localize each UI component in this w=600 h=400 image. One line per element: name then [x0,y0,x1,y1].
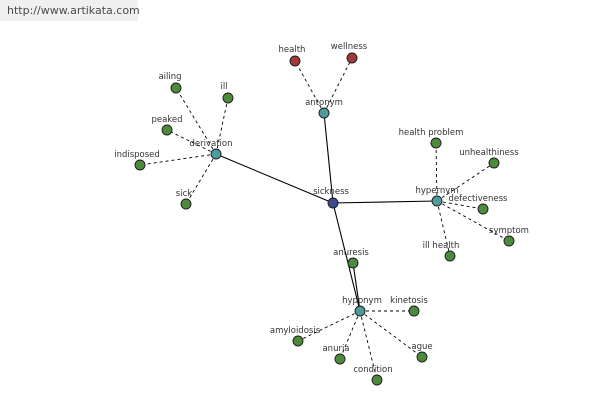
edge-root-antonym [323,112,334,204]
word-node-ailing[interactable] [170,82,182,94]
word-node-health-problem[interactable] [430,137,442,149]
nodes-layer [134,52,515,386]
word-node-condition[interactable] [371,374,383,386]
edge-root-hypernym [332,200,438,204]
relation-label-derivation[interactable]: derivation [189,139,232,149]
word-node-unhealthiness[interactable] [488,157,500,169]
edge-hyponym-anuria [339,310,361,360]
relation-label-hypernym[interactable]: hypernym [415,186,458,196]
word-label-condition[interactable]: condition [353,365,392,375]
word-label-sick[interactable]: sick [176,189,192,199]
edge-derivation-sick [185,153,217,205]
word-label-unhealthiness[interactable]: unhealthiness [459,148,519,158]
labels-layer: ailing ill peaked indisposed sick health welln… [114,42,529,375]
edge-derivation-indisposed [139,153,217,166]
word-node-peaked[interactable] [161,124,173,136]
word-label-amyloidosis[interactable]: amyloidosis [270,326,321,336]
word-label-indisposed[interactable]: indisposed [114,150,160,160]
word-node-defectiveness[interactable] [477,203,489,215]
word-label-defectiveness[interactable]: defectiveness [449,194,509,204]
word-label-symptom[interactable]: symptom [489,226,529,236]
word-label-ague[interactable]: ague [411,342,432,352]
word-label-health-problem[interactable]: health problem [399,128,464,138]
root-label-sickness[interactable]: sickness [313,187,349,197]
edge-hyponym-anuresis [352,262,361,312]
relation-label-antonym[interactable]: antonym [305,98,343,108]
relation-node-antonym[interactable] [318,107,330,119]
edge-derivation-ailing [175,87,217,155]
word-node-kinetosis[interactable] [408,305,420,317]
edge-root-hyponym [332,202,361,312]
url-bar: http://www.artikata.com [0,0,140,21]
word-label-anuria[interactable]: anuria [322,344,349,354]
edge-hypernym-symptom [436,200,510,242]
relation-node-derivation[interactable] [210,148,222,160]
relation-node-hypernym[interactable] [431,195,443,207]
edge-hypernym-health-problem [435,142,438,202]
word-label-health[interactable]: health [279,45,306,55]
word-label-kinetosis[interactable]: kinetosis [390,296,428,306]
word-node-ague[interactable] [416,351,428,363]
word-node-anuresis[interactable] [347,257,359,269]
word-label-ailing[interactable]: ailing [158,72,181,82]
word-node-ill[interactable] [222,92,234,104]
word-label-ill[interactable]: ill [220,82,227,92]
edge-hypernym-defectiveness [436,200,484,210]
word-label-peaked[interactable]: peaked [151,115,182,125]
url-text[interactable]: http://www.artikata.com [7,4,140,17]
edge-root-derivation [215,153,334,204]
word-node-amyloidosis[interactable] [292,335,304,347]
relation-node-hyponym[interactable] [354,305,366,317]
edge-antonym-wellness [323,57,353,114]
relation-label-hyponym[interactable]: hyponym [342,296,382,306]
word-node-health[interactable] [289,55,301,67]
edge-hyponym-ague [359,310,423,358]
word-node-symptom[interactable] [503,235,515,247]
word-node-indisposed[interactable] [134,159,146,171]
word-label-wellness[interactable]: wellness [331,42,368,52]
word-node-ill-health[interactable] [444,250,456,262]
edge-antonym-health [294,60,325,114]
word-label-anuresis[interactable]: anuresis [333,248,369,258]
root-node-sickness[interactable] [327,197,339,209]
edges-layer [139,57,510,381]
word-node-sick[interactable] [180,198,192,210]
word-label-ill-health[interactable]: ill health [423,241,460,251]
word-node-wellness[interactable] [346,52,358,64]
word-node-anuria[interactable] [334,353,346,365]
